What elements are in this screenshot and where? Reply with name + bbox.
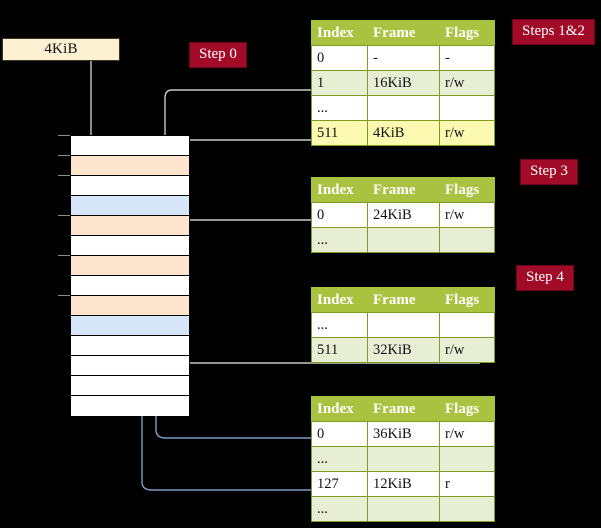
table-cell: -: [367, 45, 440, 71]
table-cell: 24KiB: [367, 202, 440, 228]
memory-frame-row: [71, 216, 189, 236]
table-cell: [367, 312, 440, 338]
memory-frame-row: [71, 256, 189, 276]
table-cell: 32KiB: [367, 337, 440, 363]
memory-frame-row: [71, 156, 189, 176]
memory-frame-row: [71, 196, 189, 216]
memory-frame-row: [71, 276, 189, 296]
table-row: ...: [311, 496, 495, 522]
table-cell: r/w: [439, 337, 495, 363]
column-header-index: Index: [311, 396, 368, 422]
table-cell: -: [439, 45, 495, 71]
table-cell: [439, 227, 495, 253]
table-cell: 0: [311, 45, 368, 71]
table-cell: [367, 227, 440, 253]
memory-frame-row: [71, 176, 189, 196]
badge-step-0: Step 0: [189, 42, 247, 68]
table-cell: r/w: [439, 70, 495, 96]
memory-frame-tick: [58, 255, 70, 256]
memory-frame-row: [71, 376, 189, 396]
column-header-index: Index: [311, 20, 368, 46]
column-header-frame: Frame: [367, 177, 440, 203]
table-cell: 4KiB: [367, 120, 440, 146]
memory-frame-row: [71, 236, 189, 256]
column-header-flags: Flags: [439, 177, 495, 203]
column-header-frame: Frame: [367, 20, 440, 46]
badge-steps-1-2: Steps 1&2: [512, 19, 595, 45]
table-cell: 127: [311, 471, 368, 497]
memory-frame-tick: [58, 215, 70, 216]
memory-frame-row: [71, 316, 189, 336]
table-cell: 0: [311, 202, 368, 228]
virtual-address-box: 4KiB: [2, 38, 120, 61]
table-row: 0--: [311, 45, 495, 71]
table-row: ...: [311, 95, 495, 121]
table-cell: r/w: [439, 202, 495, 228]
table-cell: ...: [311, 95, 368, 121]
table-cell: [439, 312, 495, 338]
memory-frame-row: [71, 296, 189, 316]
table-cell: ...: [311, 496, 368, 522]
table-cell: 1: [311, 70, 368, 96]
table-cell: 36KiB: [367, 421, 440, 447]
memory-frame-row: [71, 336, 189, 356]
table-cell: [439, 496, 495, 522]
memory-frame-row: [71, 136, 189, 156]
memory-frame-tick: [58, 295, 70, 296]
table-cell: r/w: [439, 421, 495, 447]
table-row: ...: [311, 312, 495, 338]
table-cell: [439, 446, 495, 472]
column-header-frame: Frame: [367, 287, 440, 313]
column-header-index: Index: [311, 287, 368, 313]
table-cell: 511: [311, 120, 368, 146]
table-cell: [367, 446, 440, 472]
badge-step-3: Step 3: [520, 159, 578, 185]
memory-frame-row: [71, 356, 189, 376]
physical-memory-frames: [70, 135, 190, 416]
column-header-frame: Frame: [367, 396, 440, 422]
table-cell: ...: [311, 446, 368, 472]
memory-frame-tick: [58, 155, 70, 156]
table-row: ...: [311, 227, 495, 253]
column-header-index: Index: [311, 177, 368, 203]
table-cell: [439, 95, 495, 121]
table-cell: 16KiB: [367, 70, 440, 96]
table-row: ...: [311, 446, 495, 472]
table-cell: ...: [311, 312, 368, 338]
badge-step-4: Step 4: [516, 265, 574, 291]
memory-frame-tick: [58, 175, 70, 176]
table-cell: 0: [311, 421, 368, 447]
memory-frame-tick: [58, 135, 70, 136]
table-cell: ...: [311, 227, 368, 253]
column-header-flags: Flags: [439, 20, 495, 46]
table-cell: r: [439, 471, 495, 497]
table-cell: r/w: [439, 120, 495, 146]
column-header-flags: Flags: [439, 396, 495, 422]
column-header-flags: Flags: [439, 287, 495, 313]
table-cell: 511: [311, 337, 368, 363]
memory-frame-row: [71, 396, 189, 416]
table-cell: 12KiB: [367, 471, 440, 497]
table-cell: [367, 496, 440, 522]
table-cell: [367, 95, 440, 121]
